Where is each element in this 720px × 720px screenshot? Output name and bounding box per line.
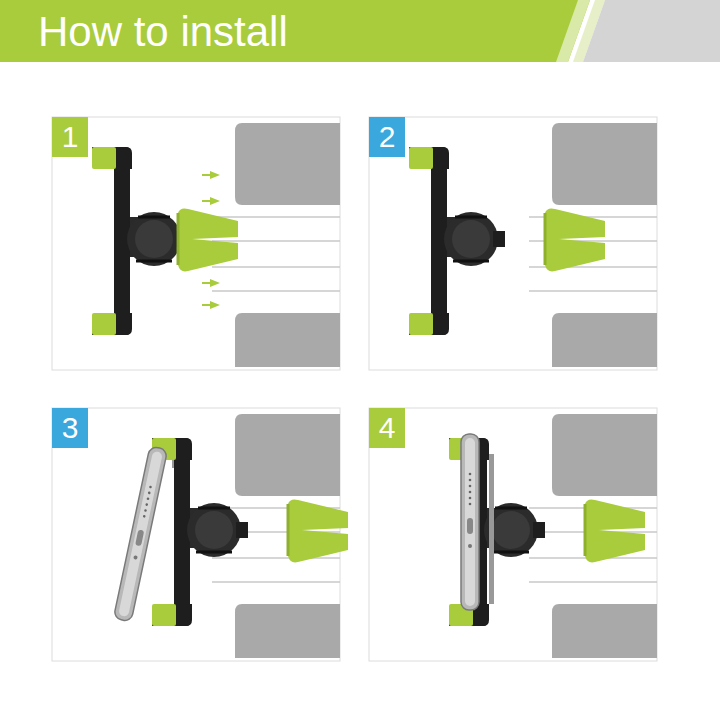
step-2-panel [369, 117, 657, 370]
step-number: 2 [379, 120, 396, 154]
step-number-box: 4 [369, 408, 405, 448]
step-4-panel [369, 408, 657, 661]
title-grey [583, 0, 720, 62]
page-title: How to install [38, 8, 288, 56]
step-number-box: 3 [52, 408, 88, 448]
step-number: 3 [62, 411, 79, 445]
step-1-panel [52, 117, 340, 370]
step-3-panel [52, 408, 348, 661]
title-band [0, 0, 590, 62]
step-number-box: 1 [52, 117, 88, 157]
step-number-box: 2 [369, 117, 405, 157]
step-number: 4 [379, 411, 396, 445]
step-number: 1 [62, 120, 79, 154]
